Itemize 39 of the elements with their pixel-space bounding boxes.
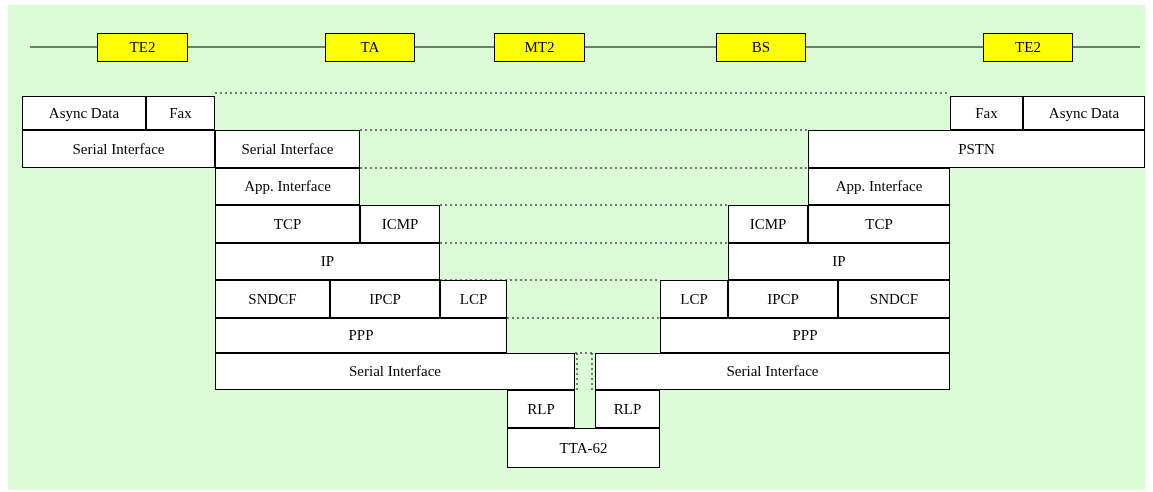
protocol-layer-box: Serial Interface <box>595 353 950 390</box>
protocol-layer-box: ICMP <box>728 205 808 243</box>
protocol-layer-box: App. Interface <box>808 168 950 205</box>
protocol-layer-box: Async Data <box>22 96 146 130</box>
protocol-layer-box: Serial Interface <box>215 130 360 168</box>
connector-line <box>1072 46 1141 48</box>
protocol-layer-box: ICMP <box>360 205 440 243</box>
protocol-layer-box: IPCP <box>728 280 838 318</box>
protocol-layer-box: TCP <box>215 205 360 243</box>
protocol-layer-box: App. Interface <box>215 168 360 205</box>
protocol-layer-box: LCP <box>440 280 507 318</box>
entity-box: BS <box>716 33 806 62</box>
protocol-layer-box: TTA-62 <box>507 428 660 468</box>
protocol-layer-box: SNDCF <box>838 280 950 318</box>
protocol-layer-box: TCP <box>808 205 950 243</box>
protocol-layer-box: IP <box>215 243 440 280</box>
protocol-layer-box: IP <box>728 243 950 280</box>
entity-box: TE2 <box>97 33 188 62</box>
connector-line <box>805 46 984 48</box>
protocol-layer-box: Async Data <box>1023 96 1145 130</box>
protocol-layer-box: Serial Interface <box>22 130 215 168</box>
protocol-layer-box: PPP <box>660 318 950 353</box>
entity-box: TA <box>325 33 415 62</box>
protocol-layer-box: Fax <box>146 96 215 130</box>
protocol-layer-box: LCP <box>660 280 728 318</box>
protocol-layer-box: Fax <box>950 96 1023 130</box>
protocol-layer-box: PPP <box>215 318 507 353</box>
entity-box: MT2 <box>494 33 585 62</box>
entity-box: TE2 <box>983 33 1073 62</box>
protocol-layer-box: IPCP <box>330 280 440 318</box>
protocol-layer-box: Serial Interface <box>215 353 575 390</box>
protocol-layer-box: RLP <box>595 390 660 428</box>
connector-line <box>584 46 717 48</box>
protocol-layer-box: PSTN <box>808 130 1145 168</box>
connector-line <box>29 46 98 48</box>
connector-line <box>414 46 495 48</box>
protocol-layer-box: SNDCF <box>215 280 330 318</box>
connector-line <box>187 46 326 48</box>
protocol-layer-box: RLP <box>507 390 575 428</box>
